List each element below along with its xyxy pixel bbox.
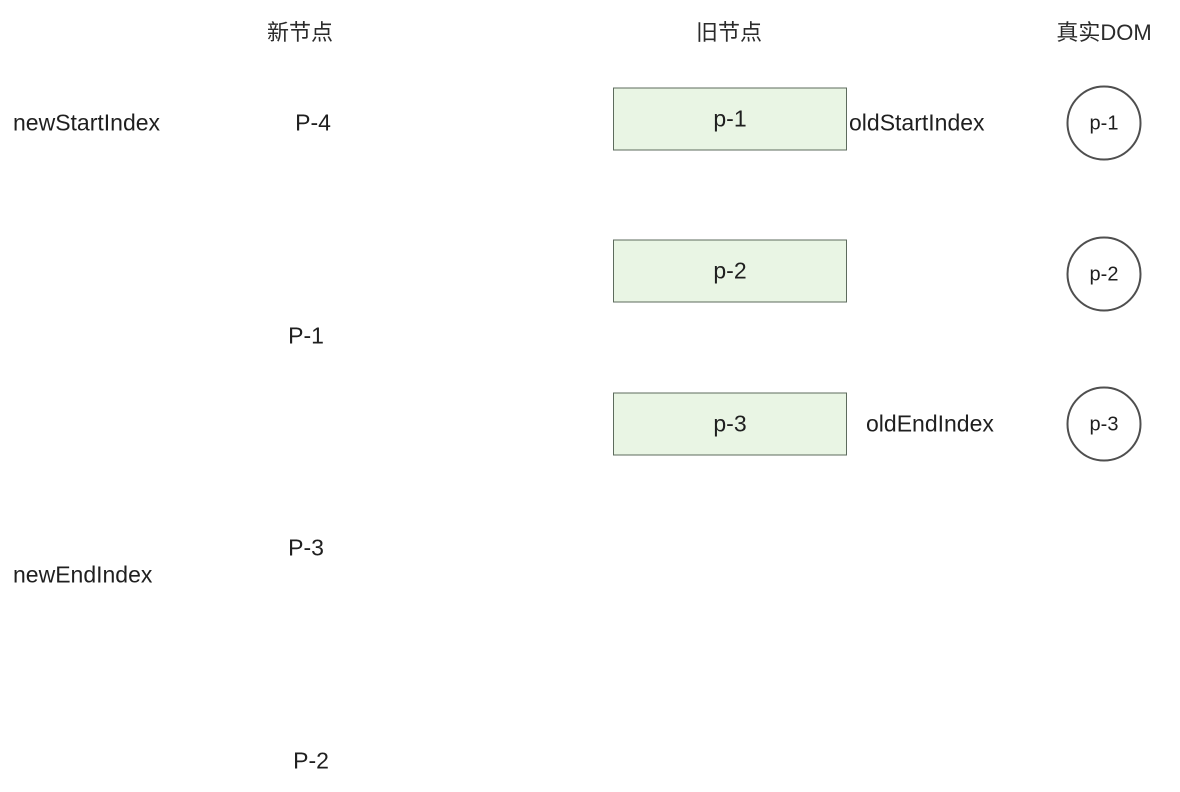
real-dom-label: p-2 bbox=[1089, 263, 1119, 285]
pointer-label-old-end-index: oldEndIndex bbox=[866, 410, 994, 437]
new-node-label: P-3 bbox=[288, 534, 324, 561]
column-header-real-dom: 真实DOM bbox=[1056, 20, 1152, 45]
real-dom-circle-0[interactable]: p-1 bbox=[1066, 85, 1142, 161]
real-dom-circle-2[interactable]: p-3 bbox=[1066, 386, 1142, 462]
old-node-rect-1[interactable]: p-2 bbox=[613, 239, 847, 303]
old-node-rect-2[interactable]: p-3 bbox=[613, 392, 847, 456]
real-dom-label: p-3 bbox=[1089, 413, 1119, 435]
column-header-new-nodes: 新节点 bbox=[266, 20, 334, 45]
real-dom-circle-1[interactable]: p-2 bbox=[1066, 236, 1142, 312]
new-node-diamond-2[interactable]: P-3 bbox=[0, 517, 888, 579]
new-node-diamond-3[interactable]: P-2 bbox=[0, 730, 893, 792]
old-node-label: p-1 bbox=[713, 105, 747, 132]
pointer-label-old-start-index: oldStartIndex bbox=[849, 109, 985, 136]
real-dom-label: p-1 bbox=[1089, 112, 1119, 134]
pointer-label-new-start-index: newStartIndex bbox=[13, 109, 161, 136]
old-node-rect-0[interactable]: p-1 bbox=[613, 87, 847, 151]
column-header-old-nodes: 旧节点 bbox=[695, 20, 763, 45]
old-node-label: p-3 bbox=[713, 410, 747, 437]
diagram-canvas: 新节点 旧节点 真实DOM newStartIndex newEndIndex … bbox=[0, 20, 1152, 773]
new-node-diamond-1[interactable]: P-1 bbox=[0, 305, 888, 367]
new-node-label: P-2 bbox=[293, 747, 329, 774]
old-node-label: p-2 bbox=[713, 257, 747, 284]
new-node-label: P-1 bbox=[288, 322, 324, 349]
pointer-label-new-end-index: newEndIndex bbox=[13, 561, 153, 588]
new-node-label: P-4 bbox=[295, 109, 331, 136]
